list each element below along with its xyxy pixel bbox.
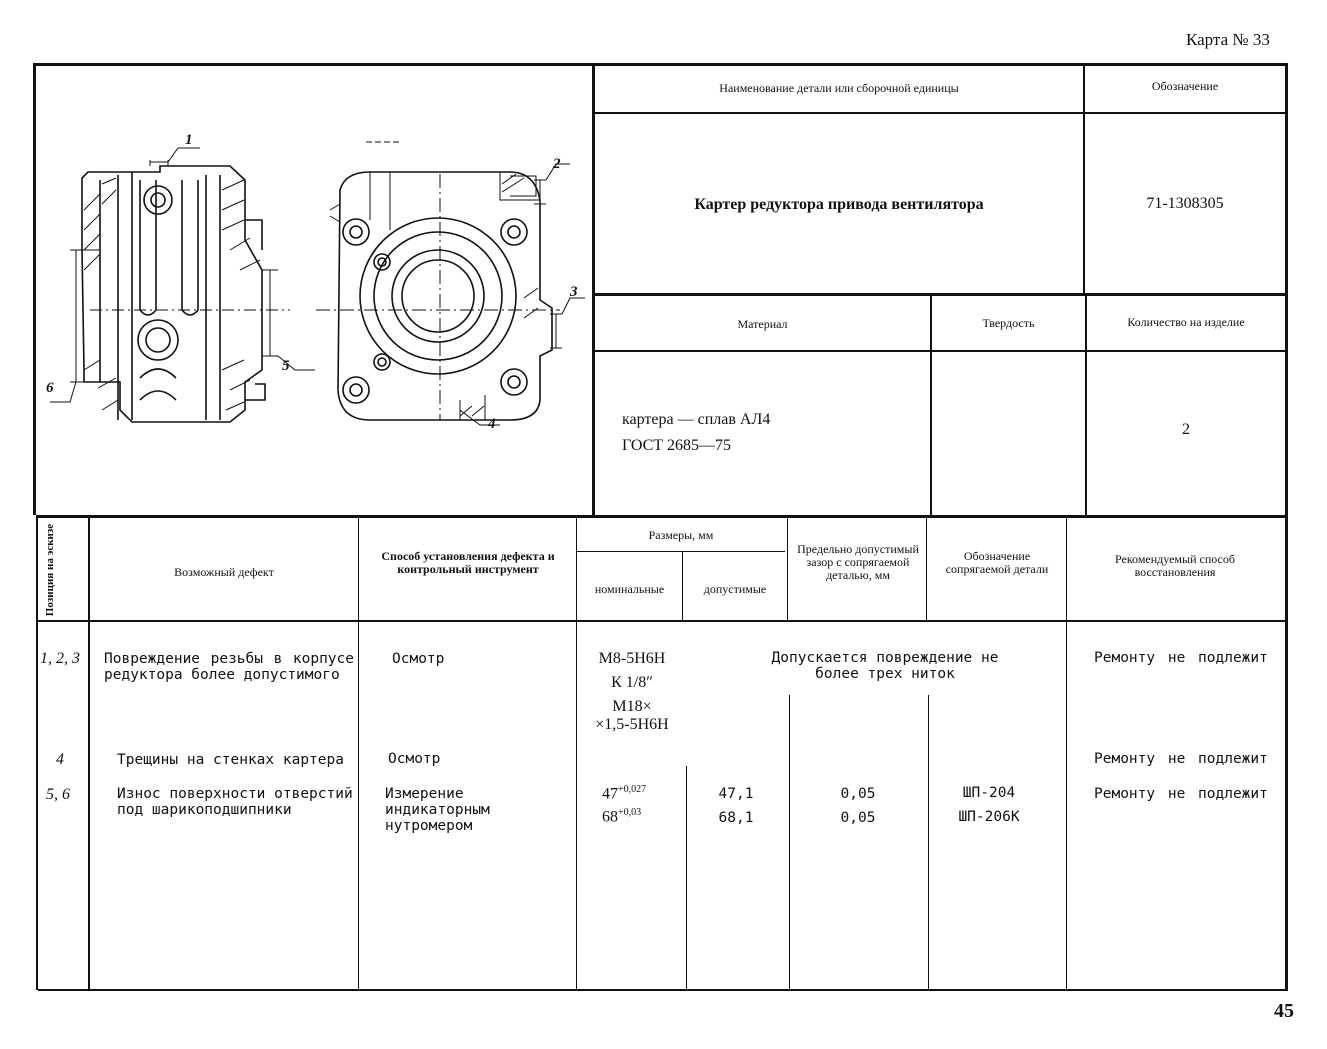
hdr-line-2 xyxy=(595,293,1287,296)
sketch-label-5: 5 xyxy=(282,358,290,374)
row1-nominal-4: ×1,5-5Н6Н xyxy=(595,716,669,733)
row3-method: Измерение индикаторным нутромером xyxy=(385,786,490,834)
col-position: Позиция на эскизе xyxy=(44,523,56,617)
col-clearance: Предельно допустимый зазор с сопрягаемой… xyxy=(797,542,919,583)
sketch-label-1: 1 xyxy=(185,132,193,148)
row3-nominal-b-tol: +0,03 xyxy=(618,807,642,818)
row3-clearance-b: 0,05 xyxy=(840,810,876,826)
sketch-label-3: 3 xyxy=(569,284,578,300)
row3-recommend: Ремонту не подлежит xyxy=(1094,786,1268,802)
row3-position: 5, 6 xyxy=(46,786,70,803)
part-sketch: 1 2 3 4 5 6 xyxy=(46,132,585,432)
card-title: Карта № 33 xyxy=(1186,30,1270,49)
row3-allowed-a: 47,1 xyxy=(718,786,754,802)
hdr-line-3 xyxy=(595,350,1287,352)
frame-bottom xyxy=(38,989,1288,991)
row2-recommend: Ремонту не подлежит xyxy=(1094,751,1268,767)
row3-clearance-a: 0,05 xyxy=(840,786,876,802)
name-label: Наименование детали или сборочной единиц… xyxy=(719,81,959,95)
frame-left-top xyxy=(33,63,36,515)
row3-mating-a: ШП-204 xyxy=(962,785,1016,801)
frame-left-bottom xyxy=(36,518,38,990)
row2-defect: Трещины на стенках картера xyxy=(117,752,344,768)
tbl-vline-1 xyxy=(88,518,90,989)
tbl-vline-6b xyxy=(928,695,929,989)
row2-method: Осмотр xyxy=(388,751,441,767)
sketch-label-6: 6 xyxy=(46,380,54,396)
sketch-divider xyxy=(592,63,595,515)
page-number: 45 xyxy=(1274,1000,1294,1022)
part-name: Картер редуктора привода вентилятора xyxy=(694,196,984,213)
material-label: Материал xyxy=(737,317,788,331)
tbl-vline-6 xyxy=(926,518,927,622)
material-line-1: картера — сплав АЛ4 xyxy=(622,411,771,428)
frame-mid xyxy=(36,515,1288,518)
quantity-label: Количество на изделие xyxy=(1127,315,1245,329)
row1-recommend: Ремонту не подлежит xyxy=(1094,650,1268,666)
hdr-vline-3 xyxy=(1085,296,1087,515)
tbl-sizes-split xyxy=(577,551,785,552)
tbl-hdr-bottom xyxy=(36,620,1288,622)
col-mating: Обозначение сопрягаемой детали xyxy=(945,549,1049,577)
tbl-vline-7 xyxy=(1066,518,1067,989)
frame-right xyxy=(1285,63,1288,991)
row2-position: 4 xyxy=(56,751,64,768)
tbl-vline-2 xyxy=(358,518,359,989)
row3-nominal-b: 68+0,03 xyxy=(602,807,642,826)
tbl-vline-3 xyxy=(576,518,577,989)
row3-defect: Износ поверхности отверстий под шарикопо… xyxy=(117,786,353,818)
hdr-vline-2 xyxy=(930,296,932,515)
row1-position: 1, 2, 3 xyxy=(40,650,80,667)
row1-nominal-1: М8-5Н6Н xyxy=(598,650,666,667)
row3-nominal-a: 47+0,027 xyxy=(602,784,647,803)
tbl-vline-4 xyxy=(682,552,683,622)
row1-method: Осмотр xyxy=(392,651,445,667)
col-allowed: допустимые xyxy=(703,582,767,596)
frame-top xyxy=(33,63,1287,66)
col-recommend: Рекомендуемый способ восстановления xyxy=(1114,552,1235,580)
hdr-line-1 xyxy=(595,112,1287,114)
row3-nominal-a-tol: +0,027 xyxy=(618,784,647,795)
material-line-2: ГОСТ 2685—75 xyxy=(622,437,732,454)
row1-nominal-3: М18× xyxy=(612,698,652,715)
row1-merged-note: Допускается повреждение не более трех ни… xyxy=(771,650,999,682)
row3-allowed-b: 68,1 xyxy=(718,810,754,826)
row3-mating-b: ШП-206К xyxy=(958,809,1020,825)
tbl-vline-5b xyxy=(789,695,790,989)
designation-label: Обозначение xyxy=(1151,79,1219,93)
sketch-label-2: 2 xyxy=(552,156,561,172)
col-sizes: Размеры, мм xyxy=(648,528,714,542)
col-nominal: номинальные xyxy=(594,582,665,596)
row1-nominal-2: К 1/8″ xyxy=(611,674,653,691)
row1-defect: Повреждение резьбы в корпусе редуктора б… xyxy=(104,651,354,683)
sketch-label-4: 4 xyxy=(487,416,496,432)
hardness-label: Твердость xyxy=(982,316,1035,330)
quantity-value: 2 xyxy=(1182,421,1190,438)
tbl-vline-5 xyxy=(787,518,788,622)
designation: 71-1308305 xyxy=(1146,195,1224,212)
tbl-vline-4b xyxy=(686,766,687,989)
col-method: Способ установления дефекта и контрольны… xyxy=(381,549,555,577)
col-defect: Возможный дефект xyxy=(174,565,274,579)
hdr-vline-1 xyxy=(1083,63,1085,296)
